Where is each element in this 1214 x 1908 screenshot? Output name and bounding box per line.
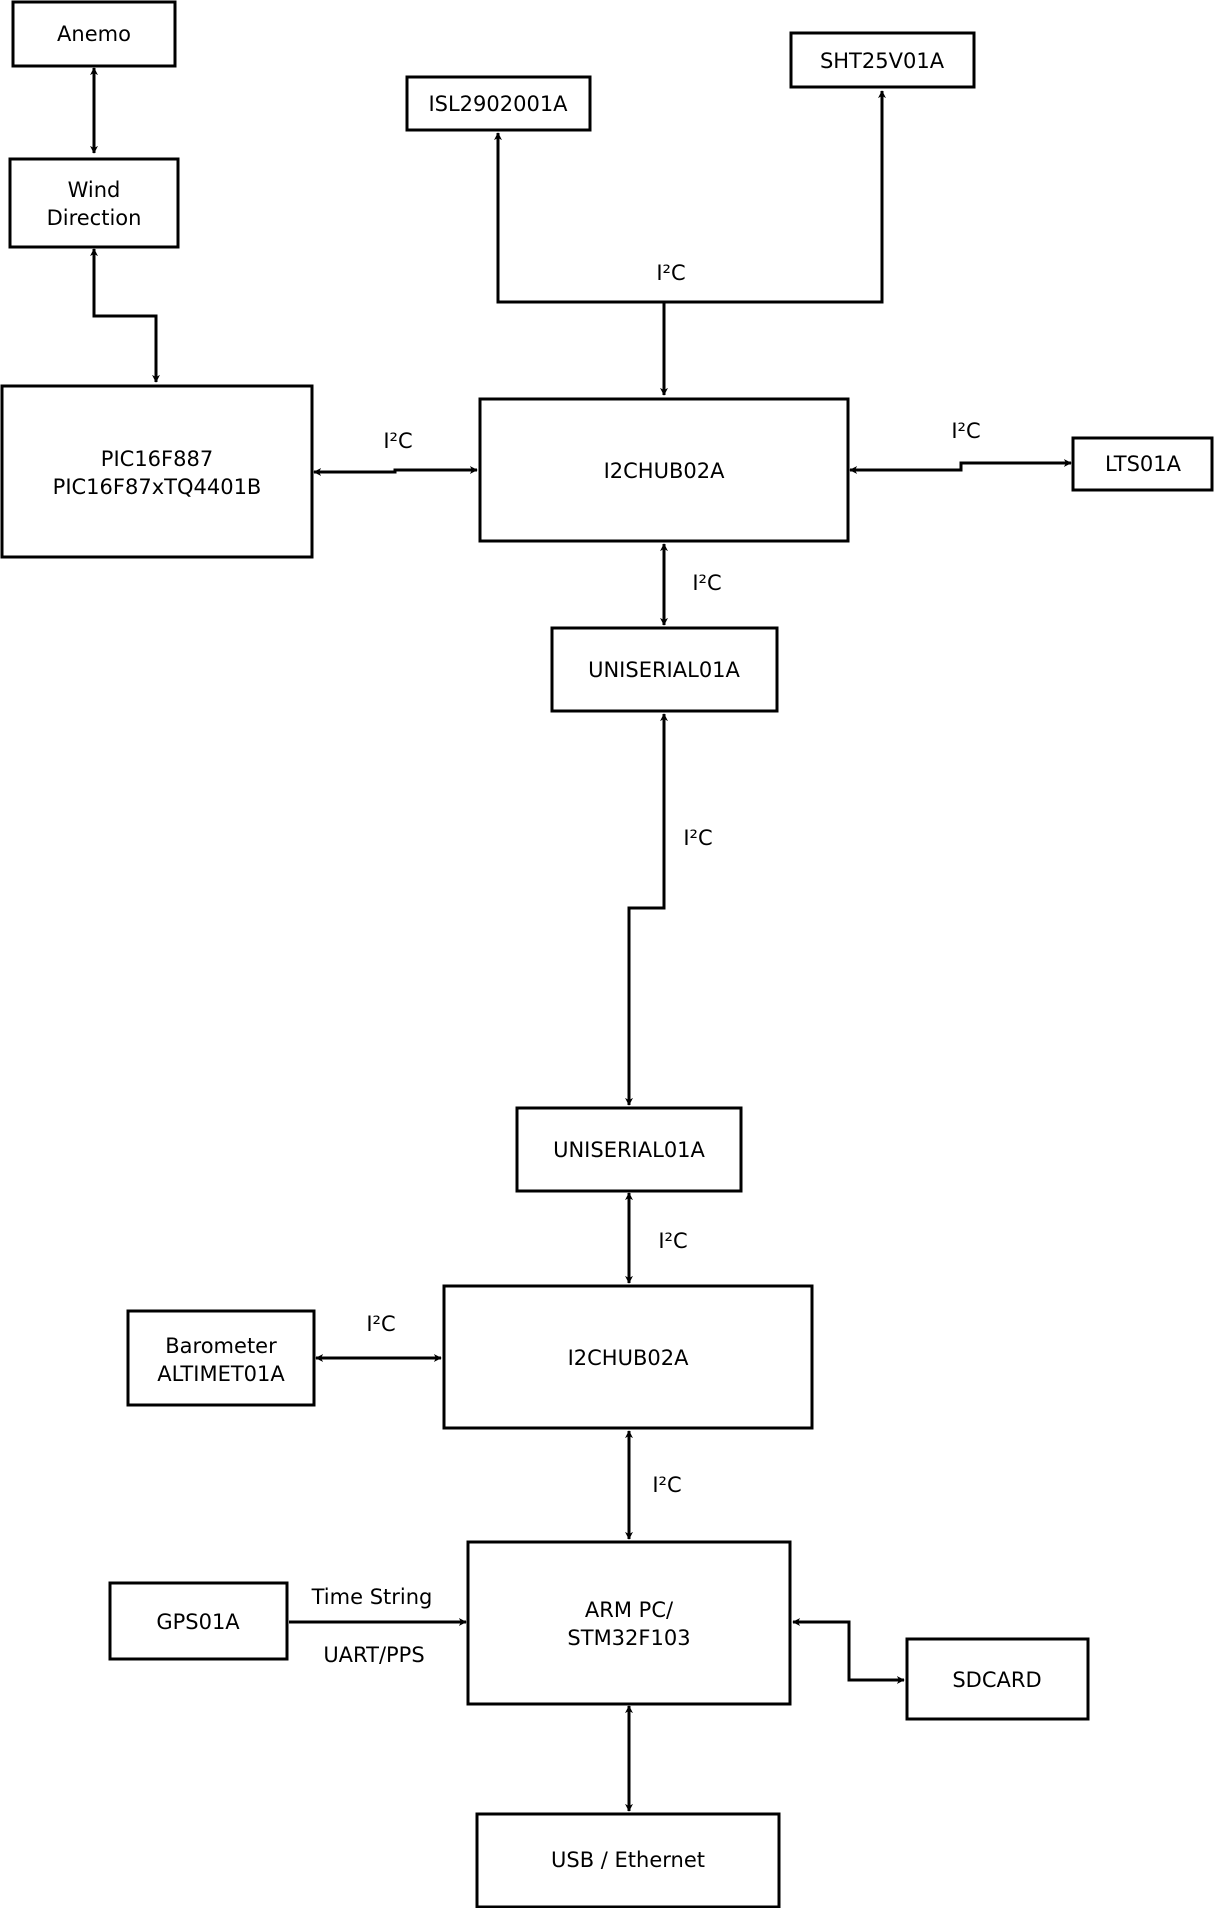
link-pic-hub: [313, 466, 478, 476]
block-label: UNISERIAL01A: [588, 658, 740, 682]
block-label: LTS01A: [1105, 452, 1182, 476]
link-hub-lts: [849, 459, 1072, 474]
block-usb: USB / Ethernet: [475, 1812, 781, 1908]
block-label: ARM PC/: [585, 1598, 674, 1622]
link-bus-sht: [664, 90, 886, 304]
block-isl: ISL2902001A: [405, 75, 592, 132]
block-label: Barometer: [165, 1334, 277, 1358]
block-sht: SHT25V01A: [789, 31, 976, 89]
label-uniserial-link: I²C: [683, 826, 712, 850]
block-label: Anemo: [57, 22, 131, 46]
block-i2chub-top: I2CHUB02A: [478, 397, 850, 543]
block-label: SHT25V01A: [820, 49, 945, 73]
block-label: PIC16F87xTQ4401B: [53, 475, 262, 499]
link-labels: I²C I²C I²C I²C I²C I²C I²C I²C Time Str…: [311, 261, 981, 1667]
block-anemo: Anemo: [11, 0, 177, 68]
block-label: USB / Ethernet: [551, 1848, 705, 1872]
link-uniserial-uniserial: [625, 713, 668, 1106]
connectors: [90, 67, 1072, 1812]
block-lts: LTS01A: [1071, 436, 1214, 492]
block-barometer: Barometer ALTIMET01A: [126, 1309, 316, 1407]
link-bus-isl: [494, 132, 664, 304]
block-label: SDCARD: [952, 1668, 1041, 1692]
label-hub-arm: I²C: [652, 1473, 681, 1497]
link-arm-sdcard: [792, 1618, 905, 1684]
block-label: Wind: [68, 178, 121, 202]
label-gps-time-string: Time String: [311, 1585, 433, 1609]
label-pic-hub: I²C: [383, 429, 412, 453]
block-arm: ARM PC/ STM32F103: [466, 1540, 792, 1706]
block-i2chub-bottom: I2CHUB02A: [442, 1284, 814, 1430]
block-label: I2CHUB02A: [568, 1346, 690, 1370]
block-wind-direction: Wind Direction: [8, 157, 180, 249]
block-label: GPS01A: [156, 1610, 240, 1634]
block-label: Direction: [47, 206, 142, 230]
block-gps: GPS01A: [108, 1581, 289, 1661]
block-pic: PIC16F887 PIC16F87xTQ4401B: [0, 384, 314, 559]
block-label: ALTIMET01A: [157, 1362, 285, 1386]
block-label: I2CHUB02A: [604, 459, 726, 483]
label-sensors-bus: I²C: [656, 261, 685, 285]
block-sdcard: SDCARD: [905, 1637, 1090, 1721]
block-label: PIC16F887: [101, 447, 213, 471]
block-label: ISL2902001A: [428, 92, 568, 116]
label-baro-hub: I²C: [366, 1312, 395, 1336]
block-label: STM32F103: [567, 1626, 690, 1650]
label-hub-lts: I²C: [951, 419, 980, 443]
block-uniserial-top: UNISERIAL01A: [550, 626, 779, 713]
label-uniserial-hub: I²C: [658, 1229, 687, 1253]
label-gps-uart-pps: UART/PPS: [323, 1643, 424, 1667]
link-wind-pic: [90, 248, 160, 383]
block-uniserial-bottom: UNISERIAL01A: [515, 1106, 743, 1193]
block-label: UNISERIAL01A: [553, 1138, 705, 1162]
label-hub-uniserial: I²C: [692, 571, 721, 595]
